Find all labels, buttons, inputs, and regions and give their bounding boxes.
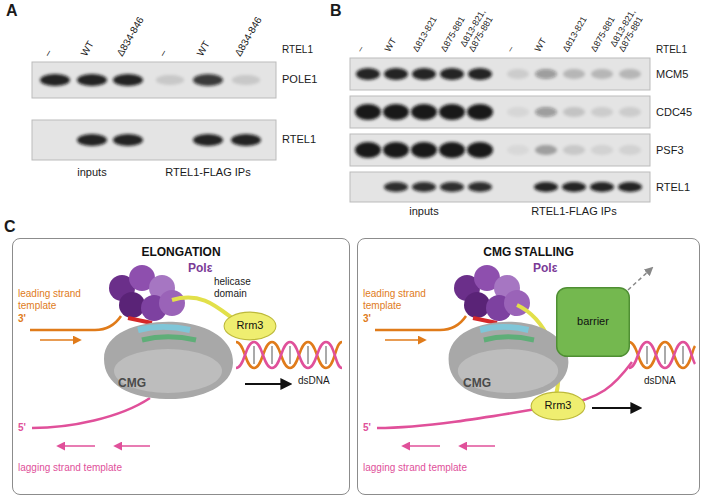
panel-heading: CMG STALLING [483,239,573,259]
cmg-helicase: CMG [443,317,573,402]
polymerase-label: Polε [533,262,557,276]
node-text: Rrm3 [237,319,264,332]
cmg-shape [443,317,573,402]
strand-label: lagging strand template [18,462,122,474]
panel-letter: B [330,2,342,20]
rrm3-helicase: Rrm3 [530,391,586,421]
construct-label: RTEL1 [656,44,687,56]
protein-label: RTEL1 [656,181,690,194]
end-label: 5' [18,422,26,434]
blot-b [350,58,650,202]
strand-label: leading strand template [18,288,106,311]
fraction-label: RTEL1-FLAG IPs [531,205,616,218]
lane-label: WT [194,39,211,58]
blot-a [32,62,276,160]
node-text: CMG [443,376,491,402]
protein-label: CDC45 [656,106,692,119]
lane-label: – [41,48,53,58]
lane-label: Δ834-846 [232,15,263,58]
barrier-block: barrier [556,287,630,357]
lane-label: Δ834-846 [114,15,145,58]
lane-label: Δ813-821 [561,15,589,54]
scheme-panel: ELONGATION CMG Rrm3 [12,238,350,495]
node-text: barrier [577,315,609,328]
strand-label: leading strand template [363,288,451,311]
protein-label: POLE1 [282,73,317,86]
lane-label: WT [78,39,95,58]
polymerase-label: Polε [188,262,212,276]
lane-label: – [355,45,366,54]
scheme-panel: CMG STALLING CMG barrierRrm3 [357,238,700,495]
fraction-label: inputs [409,205,438,218]
protein-label: RTEL1 [282,133,316,146]
panel-letter: C [4,218,16,236]
lane-label: Δ813-821, Δ875-881 [609,4,649,54]
protein-label: MCM5 [656,68,688,81]
end-label: 3' [363,313,371,325]
lane-label: WT [533,37,549,54]
node-text: Rrm3 [545,399,572,412]
construct-label: RTEL1 [282,44,313,56]
lane-label: – [505,45,516,54]
lane-label: – [156,48,168,58]
node-text: CMG [98,376,146,402]
lane-label: Δ813-821, Δ875-881 [459,4,499,54]
dna-label: dsDNA [644,375,676,387]
end-label: 3' [18,313,26,325]
fraction-label: RTEL1-FLAG IPs [165,166,250,179]
lane-label: WT [383,37,399,54]
fraction-label: inputs [77,166,106,179]
end-label: 5' [363,422,371,434]
panel-letter: A [6,2,18,20]
rrm3-helicase: Rrm3 [223,311,277,341]
dna-label: dsDNA [298,375,330,387]
panel-heading: ELONGATION [141,239,220,259]
protein-label: PSF3 [656,144,684,157]
domain-label: helicase domain [214,276,272,299]
strand-label: lagging strand template [363,462,467,474]
lane-label: Δ813-821 [411,15,439,54]
cmg-helicase: CMG [98,317,238,402]
